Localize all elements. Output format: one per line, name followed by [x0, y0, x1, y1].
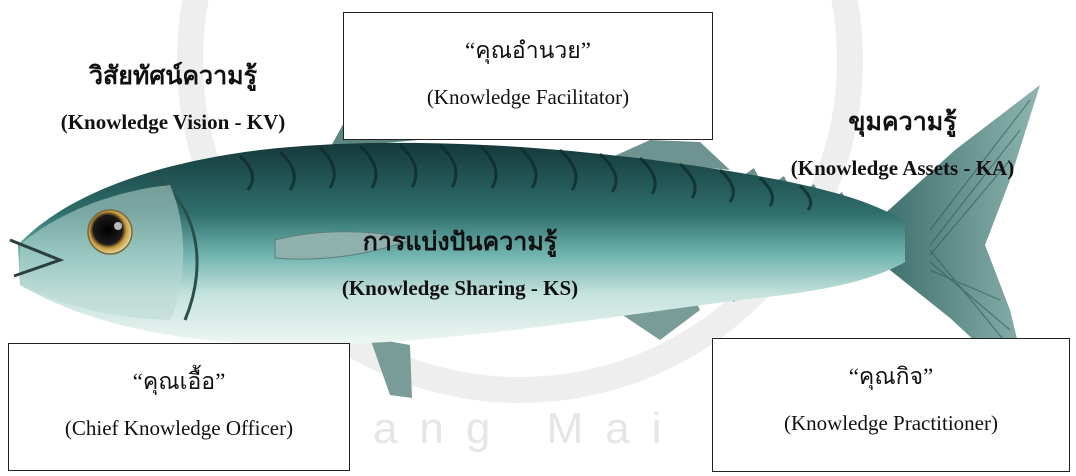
- knowledge-assets-thai: ขุมความรู้: [750, 108, 1055, 138]
- box-knowledge-facilitator: “คุณอำนวย” (Knowledge Facilitator): [343, 12, 713, 140]
- knowledge-sharing-english: (Knowledge Sharing - KS): [300, 276, 620, 301]
- knowledge-sharing-thai: การแบ่งปันความรู้: [300, 228, 620, 258]
- fish-eye: [88, 210, 132, 254]
- officer-thai: “คุณเอื้อ”: [9, 364, 349, 400]
- practitioner-english: (Knowledge Practitioner): [713, 411, 1069, 436]
- label-knowledge-assets: ขุมความรู้ (Knowledge Assets - KA): [750, 108, 1055, 181]
- officer-english: (Chief Knowledge Officer): [9, 416, 349, 441]
- knowledge-assets-english: (Knowledge Assets - KA): [750, 156, 1055, 181]
- facilitator-thai: “คุณอำนวย”: [344, 33, 712, 69]
- box-chief-knowledge-officer: “คุณเอื้อ” (Chief Knowledge Officer): [8, 343, 350, 471]
- practitioner-thai: “คุณกิจ”: [713, 359, 1069, 395]
- eye-highlight: [114, 222, 122, 230]
- facilitator-english: (Knowledge Facilitator): [344, 85, 712, 110]
- label-knowledge-sharing: การแบ่งปันความรู้ (Knowledge Sharing - K…: [300, 228, 620, 301]
- box-knowledge-practitioner: “คุณกิจ” (Knowledge Practitioner): [712, 338, 1070, 472]
- knowledge-vision-english: (Knowledge Vision - KV): [8, 110, 338, 135]
- knowledge-vision-thai: วิสัยทัศน์ความรู้: [8, 62, 338, 92]
- label-knowledge-vision: วิสัยทัศน์ความรู้ (Knowledge Vision - KV…: [8, 62, 338, 135]
